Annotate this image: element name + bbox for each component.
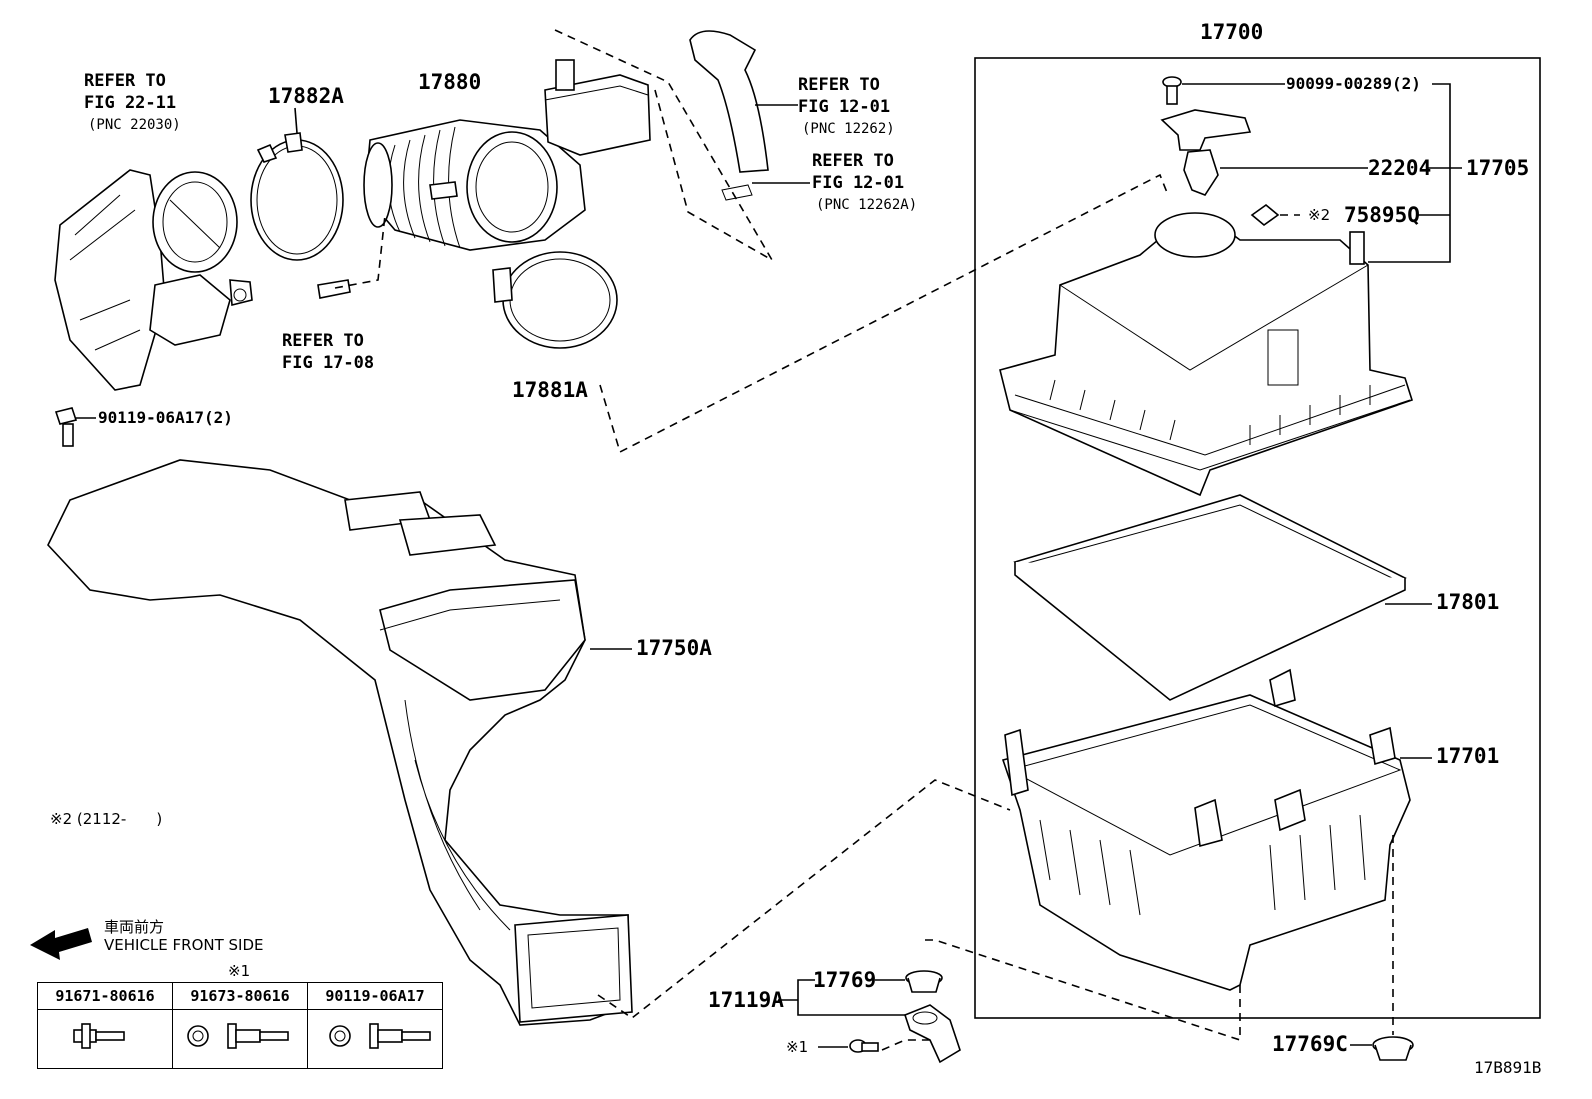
- refer-hose-lower: REFER TO FIG 12-01 (PNC 12262A): [812, 150, 917, 216]
- bolt-table-header: 91671-80616: [37, 982, 173, 1010]
- mark-1-label: ※1: [786, 1038, 809, 1056]
- assembly-17700-frame: [974, 57, 1541, 1019]
- bolt-90119-drawing: [54, 407, 96, 447]
- label-17119A: 17119A: [708, 988, 784, 1012]
- refer-hose-lower-line2: FIG 12-01: [812, 173, 905, 193]
- refer-hose-upper-line2: FIG 12-01: [798, 97, 891, 117]
- refer-hose-upper-line1: REFER TO: [798, 75, 880, 95]
- clamp-17881A-drawing: [492, 251, 618, 349]
- label-75895Q: 75895Q: [1344, 203, 1420, 227]
- filter-17801-drawing: [1013, 494, 1432, 701]
- label-17880: 17880: [418, 70, 482, 94]
- bolt-table-cell: [172, 1009, 308, 1069]
- bolt-table-cell: [307, 1009, 443, 1069]
- grommet-17769C-drawing: [1350, 1036, 1414, 1061]
- refer-hose-upper: REFER TO FIG 12-01 (PNC 12262): [798, 74, 895, 140]
- refer-hose-lower-pnc: (PNC 12262A): [816, 197, 918, 213]
- screw-90099-drawing: [1162, 76, 1285, 105]
- label-17700: 17700: [1200, 20, 1264, 44]
- label-17881A: 17881A: [512, 378, 588, 402]
- refer-throttle-line2: FIG 22-11: [84, 93, 177, 113]
- vehicle-front-arrow-icon: [30, 928, 92, 960]
- label-17882A: 17882A: [268, 84, 344, 108]
- bolt-table-header: 90119-06A17: [307, 982, 443, 1010]
- label-17801: 17801: [1436, 590, 1500, 614]
- bolt-table: 91671-80616 91673-80616 90119-06A17: [37, 982, 443, 1069]
- label-17705: 17705: [1466, 156, 1530, 180]
- mark-2-label: ※2: [1308, 206, 1331, 224]
- intake-hose-17880-drawing: [363, 59, 651, 251]
- label-17769: 17769: [813, 968, 877, 992]
- label-17701: 17701: [1436, 744, 1500, 768]
- refer-throttle: REFER TO FIG 22-11 (PNC 22030): [84, 70, 181, 136]
- air-duct-17750A-drawing: [47, 459, 633, 1026]
- bolt-marked-1-drawing: [818, 1039, 930, 1053]
- refer-fig-17-08-line1: REFER TO: [282, 331, 364, 351]
- refer-throttle-line1: REFER TO: [84, 71, 166, 91]
- bolt-table-cell: [37, 1009, 173, 1069]
- grommet-17769-drawing: [905, 970, 943, 993]
- refer-hose-lower-line1: REFER TO: [812, 151, 894, 171]
- label-17750A: 17750A: [636, 636, 712, 660]
- vehicle-front-en: VEHICLE FRONT SIDE: [104, 936, 264, 954]
- refer-fig-17-08: REFER TO FIG 17-08: [282, 330, 374, 374]
- vehicle-front-jp: 車両前方: [104, 918, 165, 936]
- diagram-id: 17B891B: [1474, 1058, 1542, 1077]
- bolt-table-mark: ※1: [228, 962, 251, 980]
- sensor-22204-drawing: [1160, 109, 1462, 196]
- refer-throttle-pnc: (PNC 22030): [88, 117, 181, 133]
- bolt-table-header: 91673-80616: [172, 982, 308, 1010]
- clamp-17882A-drawing: [250, 132, 344, 261]
- refer-fig-17-08-line2: FIG 17-08: [282, 353, 375, 373]
- bracket-17119A-drawing: [904, 1004, 961, 1064]
- throttle-body-drawing: [54, 169, 253, 391]
- label-90119-06A17: 90119-06A17(2): [98, 408, 233, 427]
- upper-case-drawing: [999, 212, 1413, 497]
- label-22204: 22204: [1368, 156, 1432, 180]
- label-17769C: 17769C: [1272, 1032, 1348, 1056]
- note-2112: ※2 (2112- ): [50, 810, 163, 828]
- refer-hose-upper-pnc: (PNC 12262): [802, 121, 895, 137]
- lower-case-drawing: [1001, 668, 1432, 991]
- label-90099-00289: 90099-00289(2): [1286, 74, 1421, 93]
